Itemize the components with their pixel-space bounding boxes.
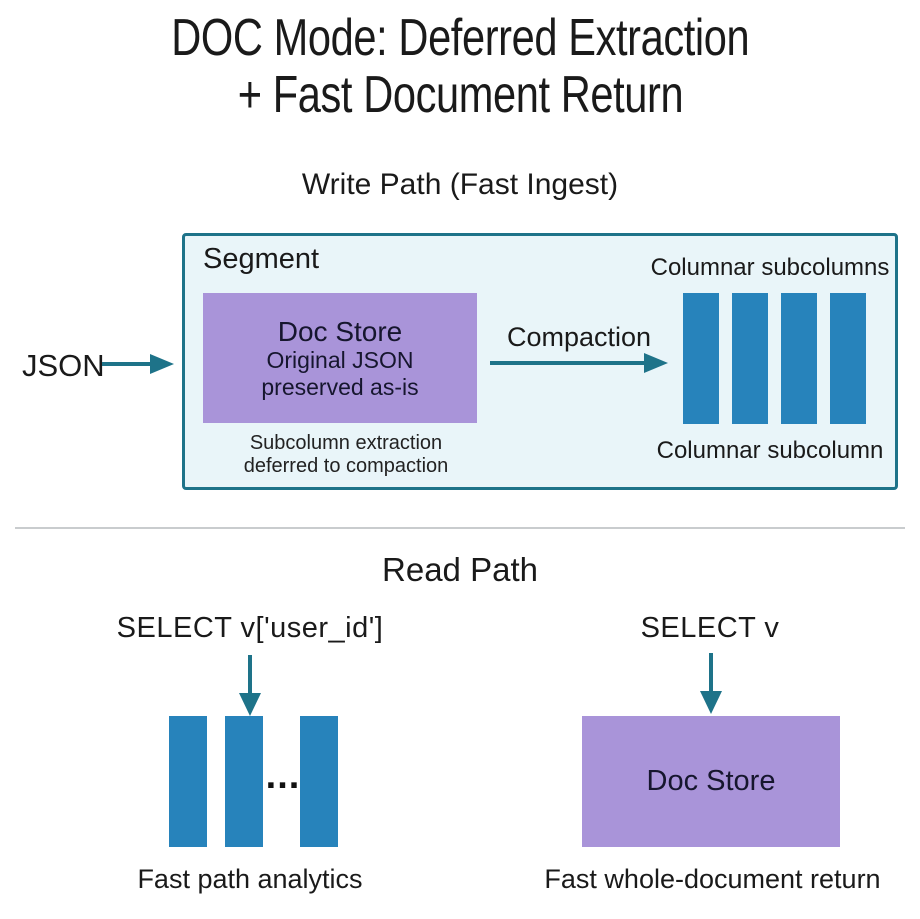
columnar-bar [683, 293, 719, 424]
columnar-bar [830, 293, 866, 424]
compaction-arrow-icon [490, 353, 668, 373]
json-ingest-arrow-icon [102, 354, 174, 374]
segment-label: Segment [203, 243, 320, 275]
query-right-down-arrow-icon [700, 653, 722, 714]
read-columnar-bar [225, 716, 263, 847]
doc-store-write-subtitle2: preserved as-is [261, 373, 419, 400]
page-title-line1: DOC Mode: Deferred Extraction [171, 9, 749, 67]
doc-store-read-label: Doc Store [646, 765, 776, 797]
fast-path-analytics-caption: Fast path analytics [137, 864, 363, 894]
read-columnar-bar [300, 716, 338, 847]
select-document-query: SELECT v [640, 612, 780, 644]
page-title: DOC Mode: Deferred Extraction + Fast Doc… [0, 10, 920, 124]
json-input-label: JSON [22, 348, 105, 383]
whole-document-return-caption: Fast whole-document return [544, 864, 881, 894]
doc-store-write-subtitle1: Original JSON [266, 346, 414, 373]
columnar-bar [732, 293, 768, 424]
read-columnar-bar [169, 716, 207, 847]
read-path-heading: Read Path [382, 551, 538, 588]
columnar-bar [781, 293, 817, 424]
section-divider [15, 527, 905, 529]
segment-caption: Subcolumn extraction deferred to compact… [203, 432, 489, 478]
select-subcolumn-query: SELECT v['user_id'] [116, 612, 384, 644]
write-path-heading: Write Path (Fast Ingest) [301, 168, 619, 201]
doc-store-read-box: Doc Store [582, 716, 840, 847]
page-title-line2: + Fast Document Return [237, 66, 683, 124]
segment-caption-line2: deferred to compaction [243, 455, 449, 477]
segment-caption-line1: Subcolumn extraction [249, 432, 443, 454]
doc-store-write-box: Doc Store Original JSON preserved as-is [203, 293, 477, 423]
query-left-down-arrow-icon [239, 655, 261, 716]
compaction-label: Compaction [506, 322, 652, 352]
doc-store-write-title: Doc Store [277, 315, 403, 347]
ellipsis-dots: ... [265, 755, 301, 797]
columnar-subcolumn-label: Columnar subcolumn [656, 437, 884, 464]
columnar-subcolumns-label: Columnar subcolumns [650, 254, 890, 281]
